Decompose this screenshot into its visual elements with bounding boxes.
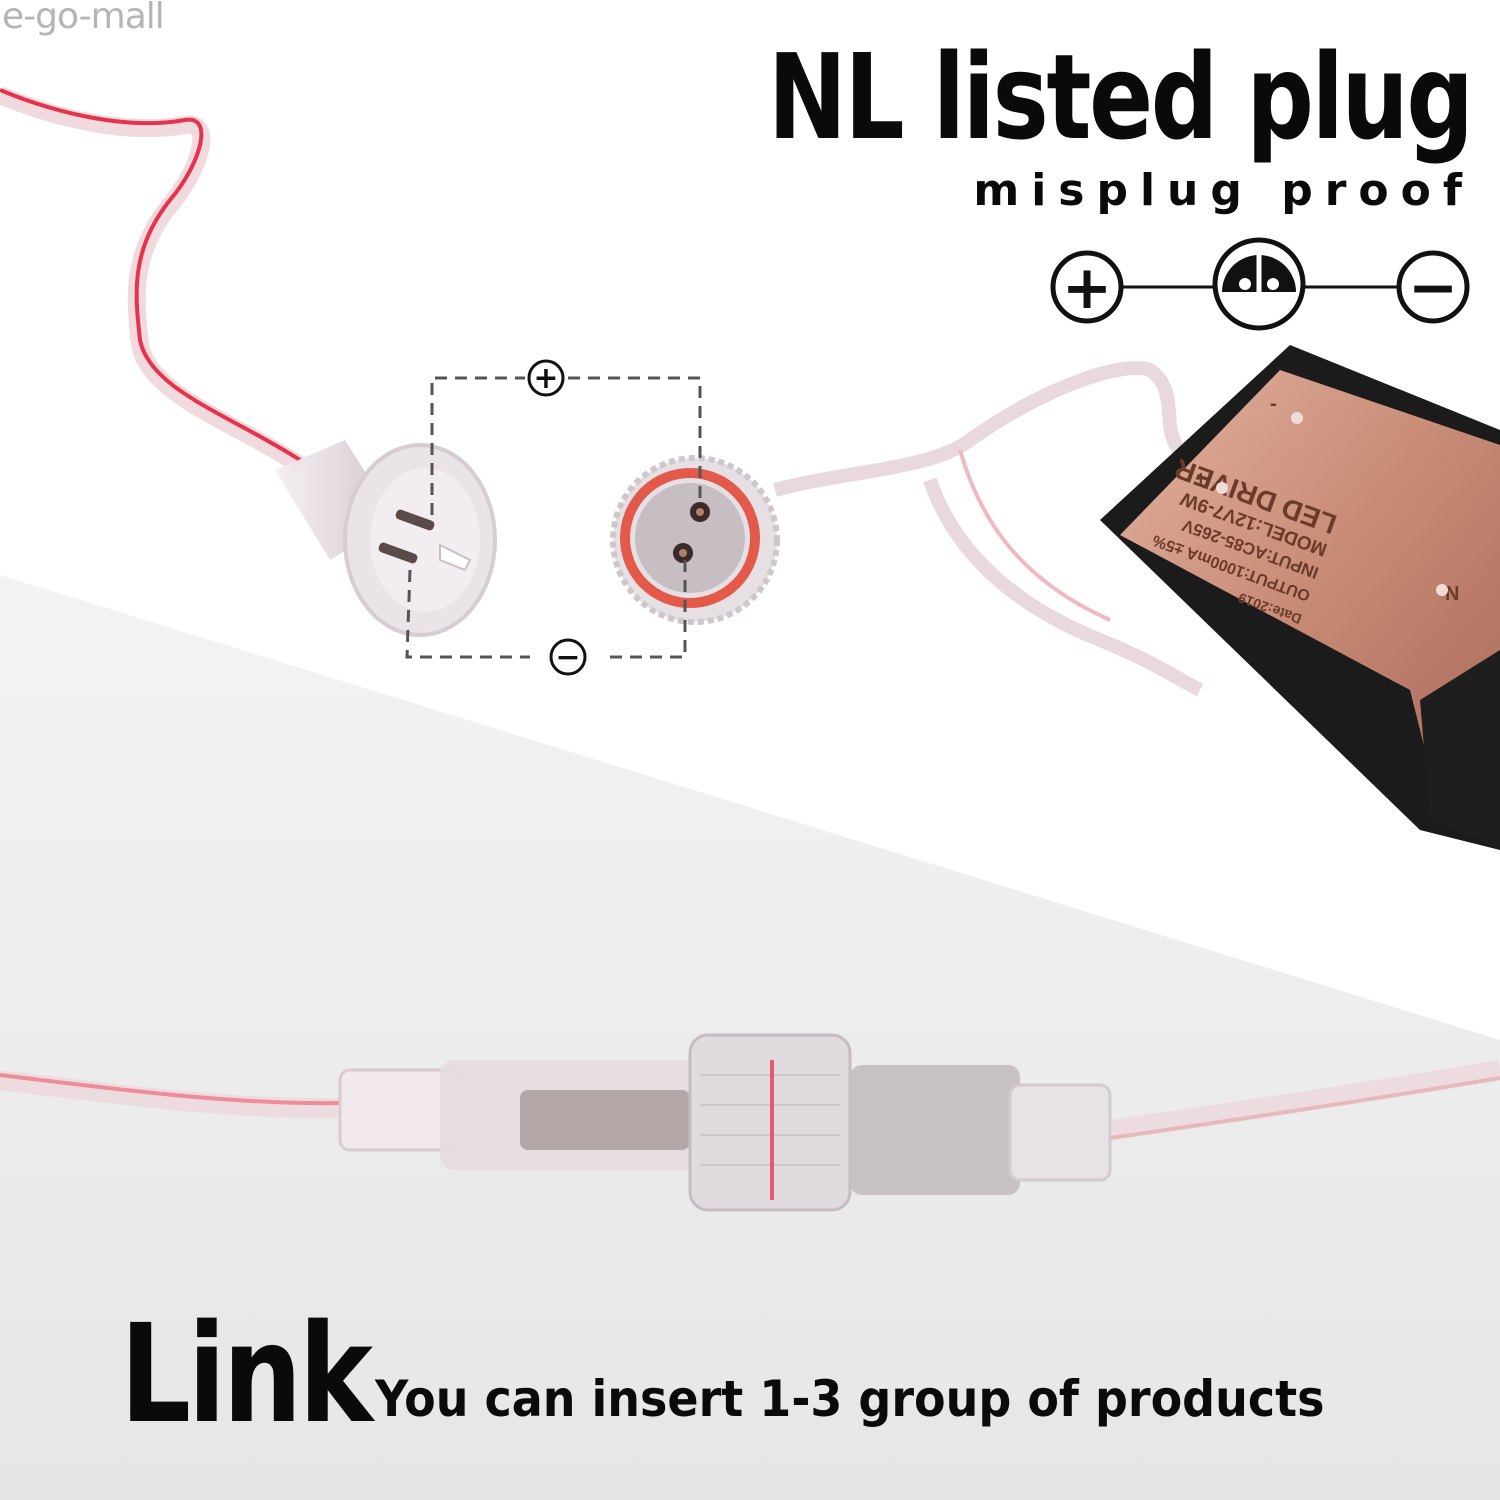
led-driver-box: Date:2019 OUTPUT:1000mA ±5% INPUT:AC85-2… — [1100, 345, 1500, 850]
polarity-diagram — [405, 376, 702, 659]
female-socket — [610, 455, 780, 625]
linked-connector — [0, 1033, 1500, 1212]
diagram-minus-icon: − — [549, 638, 587, 676]
driver-terminal-n: N — [1445, 583, 1459, 605]
driver-terminal-minus: - — [1270, 393, 1277, 415]
wire-to-driver — [773, 361, 1186, 497]
link-caption: You can insert 1-3 group of products — [375, 1370, 1325, 1428]
svg-text:+: + — [533, 361, 558, 396]
subheadline: misplug proof — [973, 165, 1474, 216]
wire-top-left — [0, 86, 305, 473]
male-plug — [275, 440, 497, 637]
legend-plug-icon — [1212, 237, 1306, 331]
misplug-legend: + − — [1050, 237, 1470, 331]
svg-text:+: + — [1062, 253, 1112, 323]
legend-plus-icon: + — [1050, 250, 1124, 324]
link-title: Link — [120, 1296, 373, 1454]
legend-minus-icon: − — [1396, 250, 1470, 324]
svg-text:−: − — [555, 640, 580, 675]
headline: NL listed plug — [768, 28, 1474, 166]
watermark: e-go-mall — [2, 0, 165, 37]
driver-terminal-plus: + — [1195, 468, 1207, 490]
svg-text:−: − — [1408, 253, 1458, 323]
diagram-plus-icon: + — [527, 359, 565, 397]
